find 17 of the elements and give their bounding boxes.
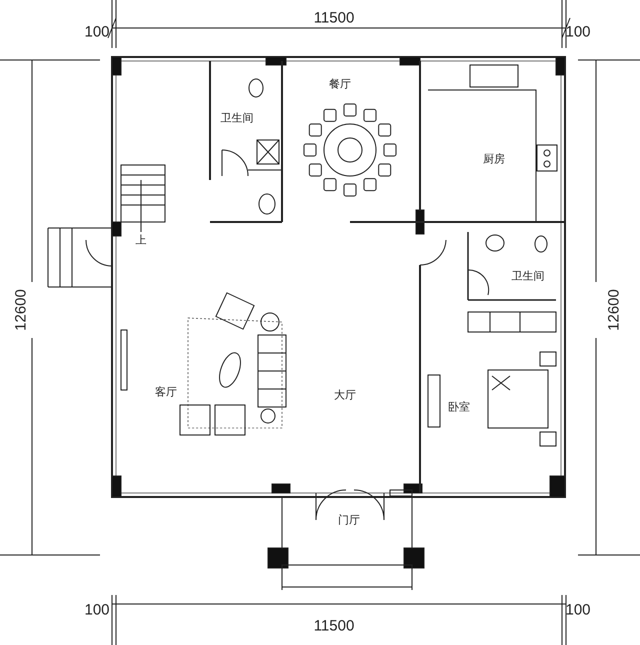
- dimension-text: 12600: [606, 289, 622, 331]
- dimension-text: 100: [84, 602, 110, 618]
- room-label: 大厅: [334, 390, 356, 402]
- room-label: 卫生间: [220, 114, 254, 124]
- room-label: 上: [136, 236, 146, 246]
- room-label: 餐厅: [329, 80, 351, 90]
- dimension-text: 100: [84, 24, 110, 40]
- room-label: 客厅: [155, 388, 177, 398]
- dimension-text: 11500: [314, 10, 354, 26]
- dimension-text: 12600: [14, 289, 28, 331]
- room-label: 厨房: [483, 154, 505, 166]
- dimension-text: 100: [565, 602, 591, 618]
- room-label: 门厅: [338, 516, 360, 526]
- dimension-text: 11500: [314, 618, 354, 634]
- room-label: 卫生间: [512, 272, 544, 282]
- dimension-text: 100: [565, 24, 591, 40]
- room-label: 卧室: [448, 402, 470, 414]
